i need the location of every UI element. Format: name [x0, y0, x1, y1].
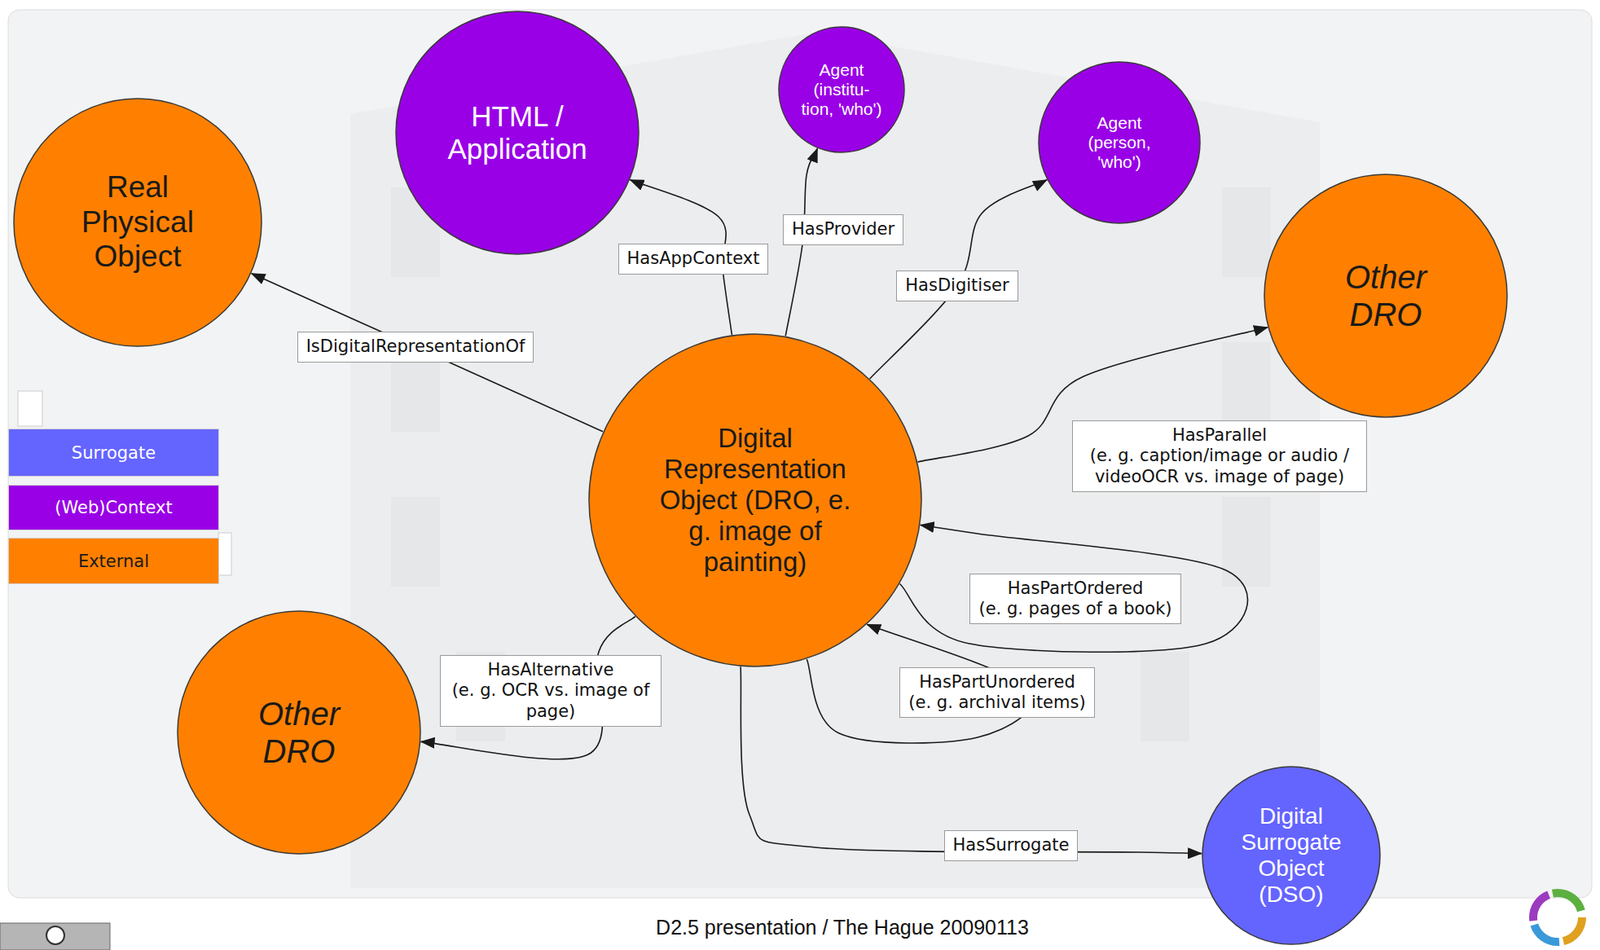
node-text: Other DRO [1324, 258, 1447, 334]
circle-node: Digital Representation Object (DRO, e. g… [588, 333, 923, 668]
license-badge [0, 923, 110, 950]
legend-swatch: Surrogate [8, 428, 220, 477]
circle-outline [176, 610, 422, 855]
project-logo [1533, 892, 1583, 942]
license-icon [46, 926, 65, 945]
circle-shape [1038, 61, 1200, 224]
relation-connector [251, 273, 603, 432]
building-window [1221, 496, 1271, 587]
legend-swatch: (Web)Context [8, 484, 220, 531]
circle-shape [395, 11, 639, 255]
legend-text: Surrogate [71, 443, 156, 463]
building-window [391, 496, 440, 587]
legend-text: (Web)Context [54, 497, 172, 518]
circle-node: Agent (institu- tion, 'who') [778, 26, 906, 154]
node-text: Digital Surrogate Object (DSO) [1234, 803, 1349, 909]
legend-blank-box [218, 532, 232, 576]
building-window [1221, 342, 1271, 432]
circle-shape [13, 98, 262, 347]
building-window [1221, 187, 1271, 277]
edge-label: IsDigitalRepresentationOf [297, 331, 535, 362]
logo-arc [1533, 892, 1583, 942]
relation-connector [870, 180, 1048, 379]
node-text: HTML / Application [431, 100, 603, 167]
circle-shape [589, 334, 922, 667]
edge-label: HasProvider [782, 214, 904, 245]
panel [8, 9, 1592, 898]
node-text: Agent (person, 'who') [1074, 113, 1165, 172]
edge-label: HasSurrogate [944, 830, 1079, 861]
node-text: Other DRO [237, 694, 361, 770]
relation-connector [900, 524, 1249, 652]
footer-text: D2.5 presentation / The Hague 20090113 [655, 915, 1029, 940]
circle-shape [177, 610, 421, 854]
node-text: Agent (institu- tion, 'who') [800, 60, 883, 119]
circle-node: Real Physical Object [13, 97, 263, 348]
relation-connector [740, 666, 1202, 853]
circle-shape [1202, 766, 1381, 945]
edge-label: HasAppContext [618, 243, 770, 274]
legend-text: External [78, 551, 150, 572]
circle-node: Agent (person, 'who') [1037, 61, 1201, 225]
node-text: Digital Representation Object (DRO, e. g… [653, 422, 858, 578]
circle-shape [778, 26, 905, 153]
circle-node: Other DRO [1263, 173, 1508, 418]
edge-label: HasDigitiser [896, 270, 1018, 301]
circle-node: Digital Surrogate Object (DSO) [1201, 765, 1381, 946]
legend-blank-box [17, 391, 43, 427]
circle-node: Other DRO [176, 610, 422, 855]
circle-outline [1263, 173, 1508, 418]
edge-label: HasPartUnordered (e. g. archival items) [899, 667, 1095, 718]
logo-arc [1533, 892, 1583, 942]
building-window [1140, 651, 1190, 742]
legend-swatch: External [8, 537, 220, 585]
edge-label: HasParallel (e. g. caption/image or audi… [1072, 420, 1368, 493]
logo-arc [1533, 892, 1583, 942]
circle-shape [1264, 174, 1508, 418]
logo-arc [1533, 892, 1583, 942]
circle-node: HTML / Application [395, 10, 640, 255]
edge-label: HasPartOrdered (e. g. pages of a book) [969, 573, 1181, 625]
edge-label: HasAlternative (e. g. OCR vs. image of p… [439, 654, 662, 727]
node-text: Real Physical Object [68, 170, 207, 275]
